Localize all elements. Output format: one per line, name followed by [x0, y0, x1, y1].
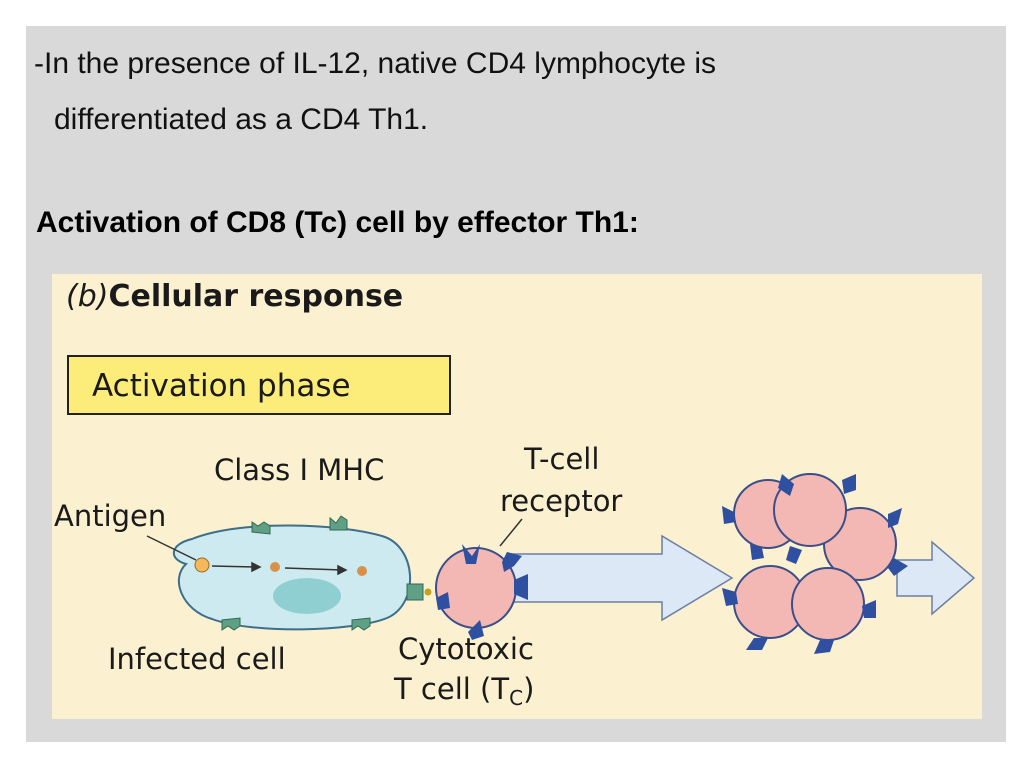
- class-mhc-molecule-5: [406, 583, 424, 601]
- class-mhc-molecule-1: [251, 521, 271, 535]
- infected-cell: [173, 524, 411, 631]
- figure-svg: (b)Cellular response Activation phase: [54, 279, 976, 710]
- antigen-pointer: [146, 535, 197, 561]
- class-mhc-label: Class I MHC: [214, 453, 384, 487]
- cluster-receptor-6: [722, 588, 738, 606]
- infected-cell-label: Infected cell: [108, 642, 286, 676]
- antigen-presented: [424, 588, 432, 596]
- tc-label-line-1: Cytotoxic: [398, 632, 534, 666]
- processing-arrow-1-head: [251, 561, 262, 573]
- tcr-label-line-1: T-cell: [523, 442, 599, 476]
- tc-label-end: ): [523, 672, 534, 706]
- processing-arrow-1: [211, 565, 258, 568]
- cluster-receptor-8: [814, 640, 834, 654]
- antigen-processing-2: [357, 566, 367, 576]
- tc-label-sub: C: [509, 686, 523, 710]
- cluster-receptor-7: [746, 638, 768, 650]
- phase-label: Activation phase: [92, 368, 351, 404]
- cluster-receptor-2: [778, 474, 794, 496]
- cluster-receptor-9: [862, 600, 876, 618]
- proliferated-t-cell-5: [791, 567, 865, 641]
- antigen-particle: [194, 557, 210, 573]
- t-cell-receptor-4: [468, 620, 484, 640]
- tcr-label-line-2: receptor: [500, 484, 622, 518]
- cluster-receptor-1: [722, 506, 736, 524]
- t-cell-receptor-3: [514, 574, 528, 600]
- phase-label-box: [67, 355, 451, 415]
- bullet-text: -In the presence of IL-12, native CD4 ly…: [34, 36, 984, 148]
- class-mhc-molecule-3: [221, 617, 241, 631]
- cluster-receptor-3: [842, 474, 856, 494]
- cluster-receptor-5: [888, 558, 908, 576]
- progression-arrow-1: [506, 534, 734, 622]
- cellular-response-figure: (b)Cellular response Activation phase: [52, 274, 982, 719]
- infected-cell-nucleus: [273, 578, 341, 614]
- cluster-receptor-10: [786, 546, 802, 564]
- figure-title-prefix: (b): [66, 279, 108, 314]
- tc-label-line-2: T cell (TC): [393, 672, 534, 710]
- figure-title: Cellular response: [108, 279, 403, 314]
- bullet-line-2: differentiated as a CD4 Th1.: [54, 103, 429, 136]
- antigen-processing-1: [270, 562, 280, 572]
- slide: -In the presence of IL-12, native CD4 ly…: [26, 26, 1006, 742]
- t-cell-receptor-2: [502, 552, 522, 572]
- t-cell-receptor-5: [436, 592, 450, 610]
- cluster-receptor-4: [888, 508, 902, 528]
- svg-text:(b)Cellular response: (b)Cellular response: [66, 279, 403, 314]
- processing-arrow-2: [284, 567, 343, 571]
- antigen-label: Antigen: [54, 499, 166, 533]
- tcr-pointer: [499, 518, 523, 547]
- section-heading: Activation of CD8 (Tc) cell by effector …: [36, 206, 639, 239]
- class-mhc-molecule-2: [329, 515, 348, 531]
- class-mhc-molecule-4: [351, 617, 371, 631]
- t-cell-receptor-1: [462, 544, 480, 564]
- bullet-line-1: -In the presence of IL-12, native CD4 ly…: [34, 47, 717, 80]
- processing-arrow-2-head: [337, 564, 348, 576]
- cluster-receptor-11: [750, 544, 764, 560]
- proliferated-t-cell-3: [773, 473, 847, 547]
- tc-label-main: T cell (T: [393, 672, 509, 706]
- progression-arrow-2: [896, 540, 976, 616]
